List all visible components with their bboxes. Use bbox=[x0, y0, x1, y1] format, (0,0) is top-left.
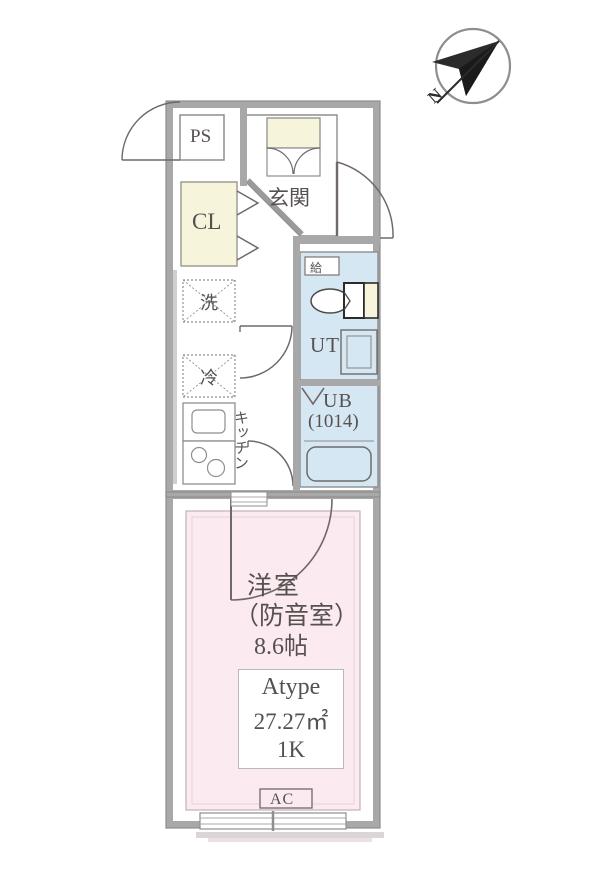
label-entrance: 玄関 bbox=[268, 186, 310, 210]
label-unit-bath: UB bbox=[323, 390, 353, 412]
toilet-fixture bbox=[310, 282, 379, 319]
door-corridor bbox=[239, 325, 293, 379]
label-main-room-size: 8.6帖 bbox=[254, 634, 308, 660]
unit-type-label: Atype bbox=[261, 674, 321, 700]
north-arrow-icon bbox=[432, 27, 512, 105]
kitchen-counter bbox=[182, 402, 236, 485]
label-kitchen: キッチン bbox=[232, 410, 248, 470]
shoe-cabinet bbox=[266, 117, 321, 177]
room-ps bbox=[179, 114, 225, 161]
door-kitchen bbox=[247, 440, 294, 487]
door-unit-bath bbox=[301, 387, 325, 406]
label-utility: UT bbox=[310, 333, 340, 357]
room-closet bbox=[180, 181, 238, 267]
vanity-basin bbox=[340, 329, 378, 375]
label-ac: AC bbox=[270, 791, 295, 808]
interior-walls bbox=[173, 108, 380, 490]
label-closet: CL bbox=[192, 209, 222, 234]
water-supply-box bbox=[304, 256, 340, 276]
unit-layout-label: 1K bbox=[276, 737, 306, 762]
label-fridge: 冷 bbox=[200, 368, 218, 388]
washer-slot bbox=[182, 279, 236, 323]
unit-area-label: 27.27㎡ bbox=[253, 709, 329, 734]
label-washer: 洗 bbox=[200, 293, 218, 313]
fridge-slot bbox=[182, 354, 236, 398]
room-unit-bath bbox=[299, 384, 379, 488]
unit-info-box: Atype 27.27㎡ 1K bbox=[238, 669, 344, 769]
closet-folding-doors-icon bbox=[236, 190, 260, 261]
label-ps: PS bbox=[190, 126, 212, 147]
label-unit-bath-size: (1014) bbox=[308, 411, 359, 432]
label-water-supply: 給 bbox=[310, 261, 323, 275]
label-main-room-sub: （防音室） bbox=[234, 603, 360, 630]
ac-unit bbox=[259, 788, 313, 809]
balcony-window bbox=[196, 811, 384, 842]
door-kitchen-to-room bbox=[230, 491, 333, 601]
label-main-room-name: 洋室 bbox=[247, 573, 302, 600]
door-ps bbox=[121, 101, 181, 161]
